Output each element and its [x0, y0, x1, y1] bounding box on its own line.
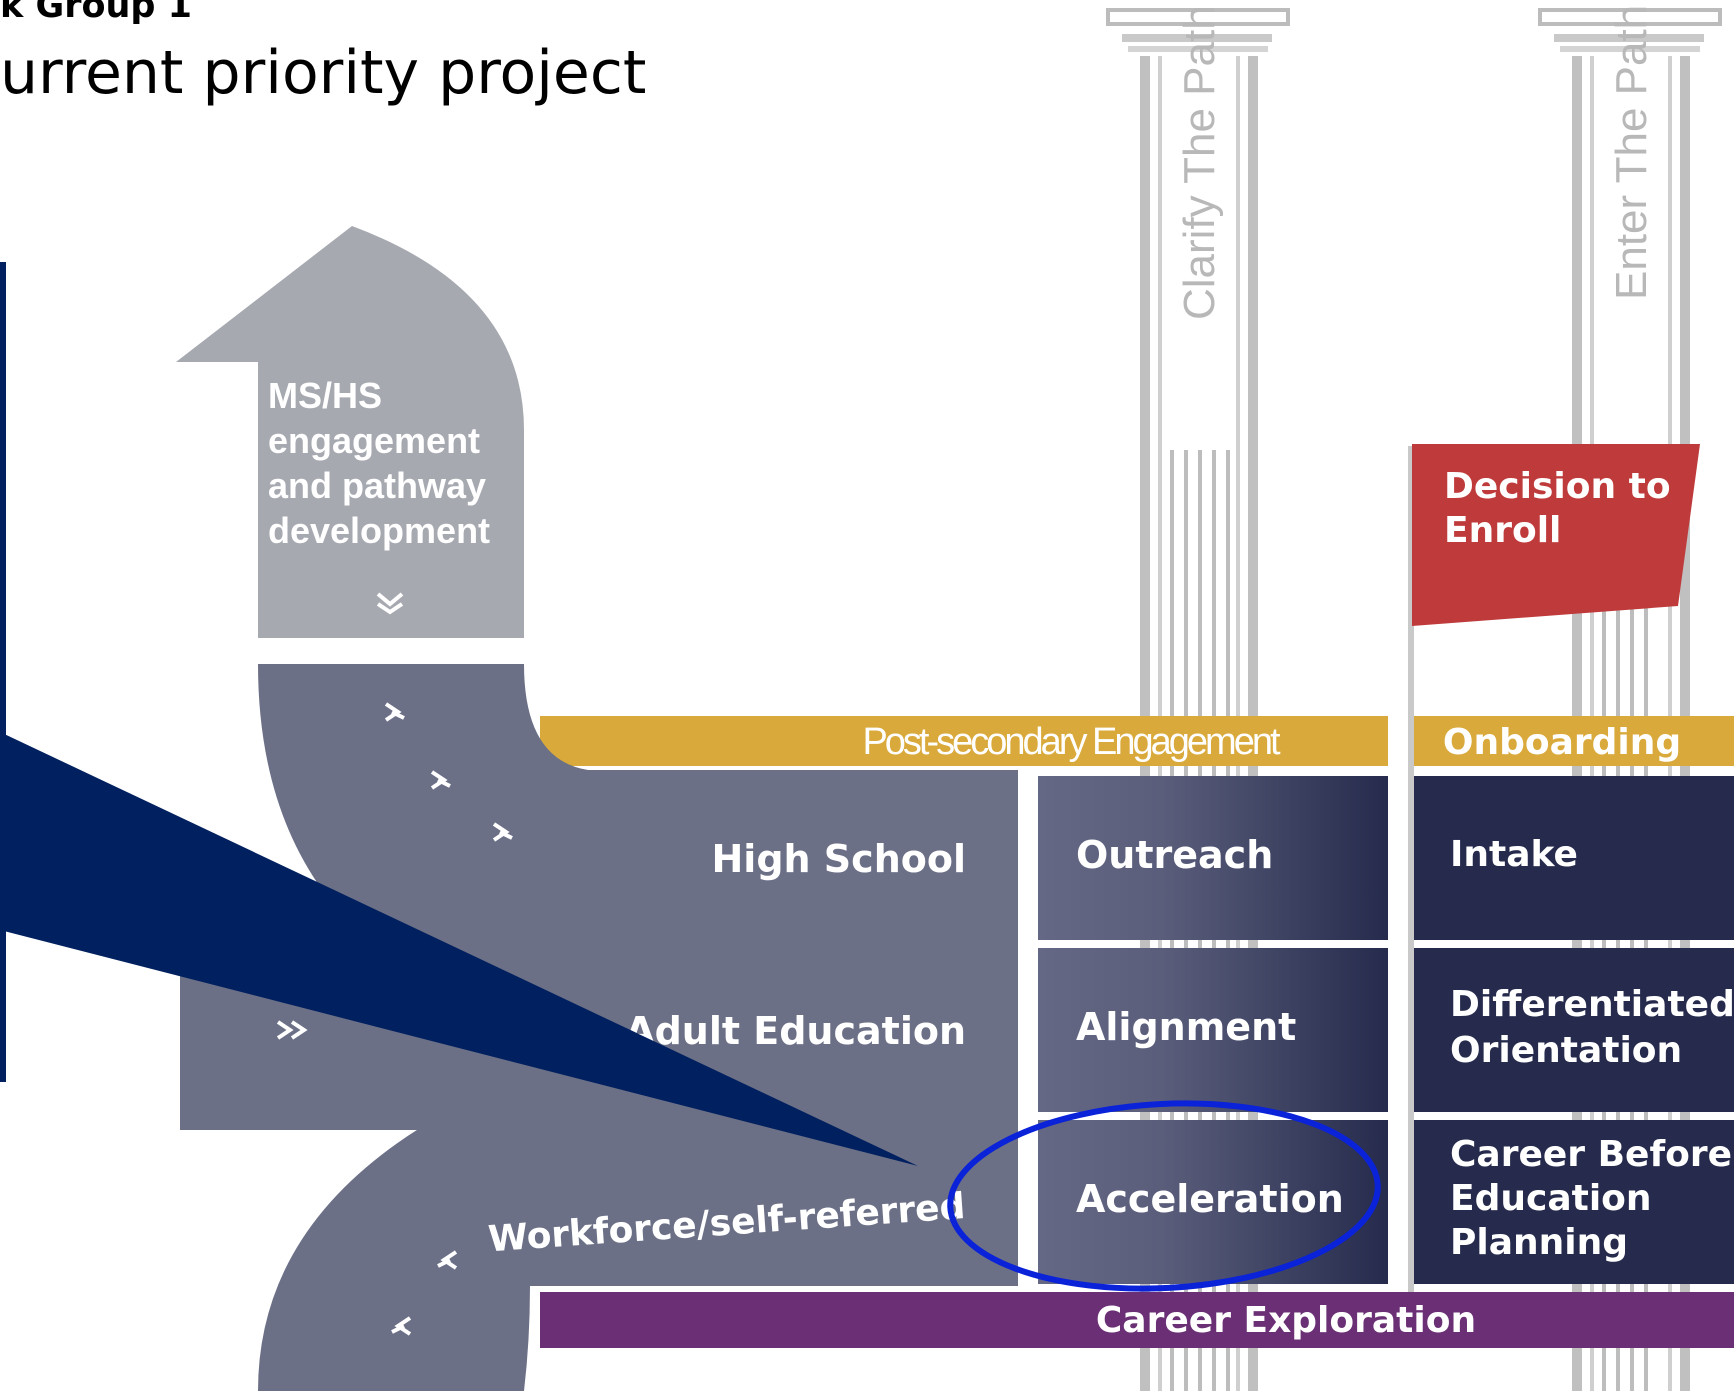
chevron-icon — [384, 702, 405, 722]
outreach-label: Outreach — [1076, 833, 1273, 877]
adult-education-label: Adult Education — [625, 1009, 966, 1053]
ms-hs-line-4: development — [268, 510, 490, 551]
group-label: k Group 1 — [0, 0, 193, 26]
navy-pointer — [0, 732, 918, 1166]
intake-box — [1412, 776, 1734, 940]
chevron-icon — [276, 1020, 308, 1040]
chevron-icon — [430, 770, 451, 790]
acceleration-label: Acceleration — [1076, 1177, 1344, 1221]
navy-side-bar — [0, 262, 6, 1082]
chevron-icon — [492, 822, 513, 842]
orientation-box — [1412, 948, 1734, 1112]
svg-text:MS/HS engagement a: MS/HS engagement and pathway development — [268, 375, 496, 551]
engagement-boxes: Outreach Alignment Acceleration — [1038, 776, 1388, 1284]
highlight-ellipse — [947, 1100, 1381, 1292]
alignment-box — [1038, 948, 1388, 1112]
ms-hs-line-3: and pathway — [268, 465, 486, 506]
svg-text:Decision to Enroll: Decision to Enroll — [1444, 466, 1683, 551]
post-secondary-band — [540, 716, 1388, 766]
chevron-icon — [391, 1316, 412, 1336]
ms-hs-arrow: MS/HS engagement and pathway development — [176, 226, 524, 638]
career-planning-box — [1412, 1120, 1734, 1284]
flag-line-2: Enroll — [1444, 510, 1561, 551]
post-secondary-label: Post-secondary Engagement — [862, 721, 1281, 763]
orientation-line-1: Differentiated — [1450, 984, 1734, 1025]
chevron-icon — [437, 1250, 458, 1270]
onboarding-band — [1412, 716, 1734, 766]
road-markings — [276, 702, 513, 1336]
high-school-label: High School — [712, 837, 967, 881]
career-planning-line-2: Education — [1450, 1178, 1652, 1219]
career-exploration-band — [540, 1292, 1734, 1348]
intake-label: Intake — [1450, 834, 1578, 875]
ms-hs-line-2: engagement — [268, 420, 480, 461]
outreach-box — [1038, 776, 1388, 940]
svg-text:Intake: Intake — [1450, 834, 1578, 875]
orientation-line-2: Orientation — [1450, 1030, 1682, 1071]
career-planning-line-1: Career Before — [1450, 1134, 1732, 1175]
svg-text:Career Before Education: Career Before Education Planning — [1450, 1134, 1734, 1263]
flag-line-1: Decision to — [1444, 466, 1671, 507]
onboarding-label: Onboarding — [1443, 722, 1681, 763]
pillar-enter-label: Enter The Path — [1607, 5, 1656, 300]
acceleration-box — [1038, 1120, 1388, 1284]
career-exploration-label: Career Exploration — [1096, 1300, 1476, 1341]
page-subtitle: urrent priority project — [0, 38, 647, 108]
decision-flag: Decision to Enroll — [1408, 444, 1700, 1292]
svg-text:Differentiated Orientati: Differentiated Orientation — [1450, 984, 1734, 1071]
alignment-label: Alignment — [1076, 1005, 1296, 1049]
chevron-down-icon — [376, 592, 404, 615]
career-planning-line-3: Planning — [1450, 1222, 1628, 1263]
ms-hs-line-1: MS/HS — [268, 375, 382, 416]
pillar-clarify-label: Clarify The Path — [1175, 5, 1224, 320]
onboarding-boxes: Intake Differentiated Orientation Career… — [1412, 776, 1734, 1284]
